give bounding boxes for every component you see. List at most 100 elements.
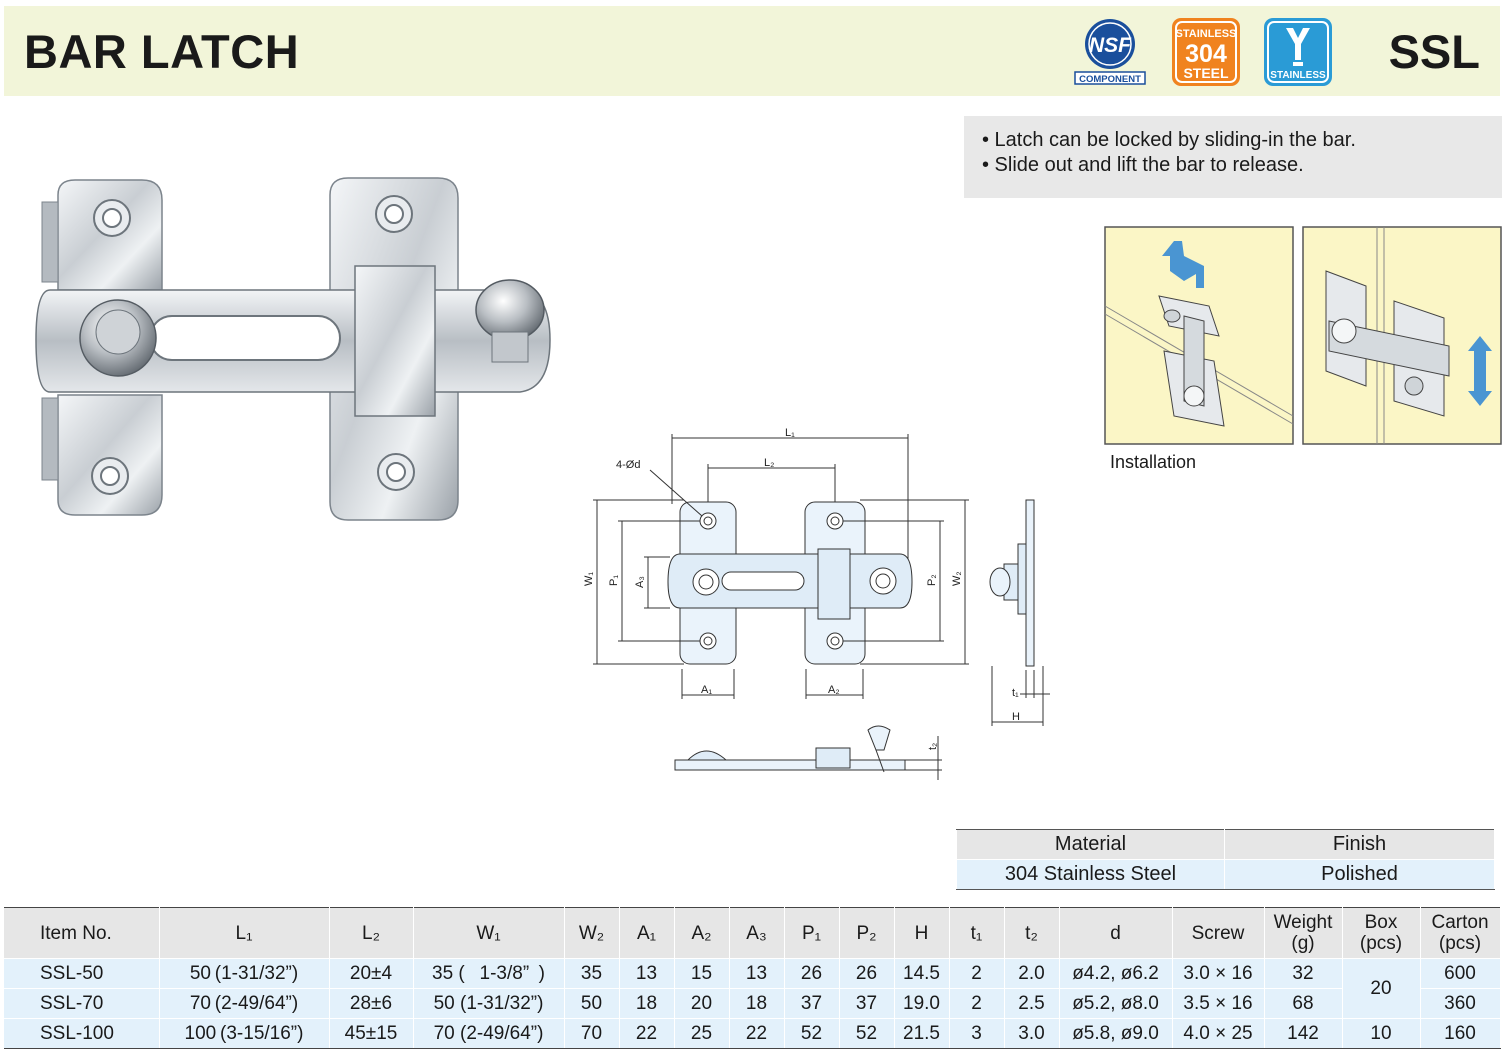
feature-item: • Latch can be locked by sliding-in the …: [982, 129, 1356, 151]
cell-h: 21.5: [894, 1018, 950, 1049]
cell-l1: 50 (1-31/32”): [159, 958, 330, 989]
cell-t2: 3.0: [1004, 1018, 1060, 1049]
dim-w1-label: W₁: [583, 572, 595, 586]
cell-t2: 2.0: [1004, 958, 1060, 989]
series-code: SSL: [1388, 25, 1480, 78]
dim-l2-label: L₂: [764, 457, 774, 469]
cell-p1: 52: [784, 1018, 840, 1049]
material-finish-table: Material Finish 304 Stainless Steel Poli…: [956, 829, 1495, 890]
cell-t2: 2.5: [1004, 988, 1060, 1019]
col-a1: A₁: [619, 907, 675, 959]
page-title: BAR LATCH: [24, 25, 300, 78]
cell-w1: 50 (1-31/32”): [413, 988, 565, 1019]
cell-a3: 18: [729, 988, 785, 1019]
table-row: SSL-70 70 (2-49/64”) 28±6 50 (1-31/32”) …: [4, 988, 1501, 1019]
cell-d: ø4.2, ø6.2: [1059, 958, 1173, 989]
cell-weight: 142: [1264, 1018, 1343, 1049]
col-w1: W₁: [413, 907, 565, 959]
stainless-label: STAINLESS: [1176, 28, 1237, 40]
cell-d: ø5.2, ø8.0: [1059, 988, 1173, 1019]
cell-a2: 15: [674, 958, 730, 989]
col-weight: Weight (g): [1264, 907, 1343, 959]
table-row: SSL-100 100 (3-15/16”) 45±15 70 (2-49/64…: [4, 1018, 1501, 1049]
cell-w2: 70: [564, 1018, 620, 1049]
col-d: d: [1059, 907, 1173, 959]
finish-value: Polished: [1224, 859, 1495, 890]
dimension-drawing: L₁ L₂ 4-Ød W₁ P₁ A₃ P₂ W₂ A₁ A₂ t₁ H t₂: [583, 427, 1050, 780]
cell-l2: 28±6: [329, 988, 414, 1019]
cell-box: 10: [1342, 1018, 1421, 1049]
installation-illustrations: [1104, 226, 1502, 445]
dim-a1-label: A₁: [701, 684, 712, 696]
header-bar: BAR LATCH NSF COMPONENT STAINLESS 304 ST…: [4, 6, 1500, 96]
col-carton: Carton (pcs): [1420, 907, 1501, 959]
dim-t1-label: t₁: [1012, 687, 1019, 699]
cell-screw: 3.0 × 16: [1172, 958, 1265, 989]
cell-w1: 70 (2-49/64”): [413, 1018, 565, 1049]
col-box: Box (pcs): [1342, 907, 1421, 959]
dim-a2-label: A₂: [828, 684, 840, 696]
finish-header: Finish: [1224, 829, 1495, 860]
spec-header-row: Item No. L₁ L₂ W₁ W₂ A₁ A₂ A₃ P₁ P₂ H t₁…: [4, 907, 1501, 959]
cell-a2: 25: [674, 1018, 730, 1049]
cell-weight: 68: [1264, 988, 1343, 1019]
col-p1: P₁: [784, 907, 840, 959]
nsf-component-text: COMPONENT: [1079, 74, 1141, 85]
cell-p2: 26: [839, 958, 895, 989]
col-p2: P₂: [839, 907, 895, 959]
bar-latch-product-image: [35, 177, 551, 521]
installation-caption: Installation: [1110, 452, 1197, 472]
col-a2: A₂: [674, 907, 730, 959]
col-w2: W₂: [564, 907, 620, 959]
nsf-badge-text: NSF: [1089, 34, 1132, 57]
cell-a2: 20: [674, 988, 730, 1019]
cell-d: ø5.8, ø9.0: [1059, 1018, 1173, 1049]
feature-list: • Latch can be locked by sliding-in the …: [964, 116, 1502, 198]
dim-w2-label: W₂: [951, 571, 963, 586]
cell-a1: 18: [619, 988, 675, 1019]
col-a3: A₃: [729, 907, 785, 959]
col-l2: L₂: [329, 907, 414, 959]
grade-304-label: 304: [1185, 40, 1227, 68]
cell-screw: 3.5 × 16: [1172, 988, 1265, 1019]
cell-box: 20: [1342, 958, 1421, 1019]
cell-p1: 26: [784, 958, 840, 989]
specification-table: Item No. L₁ L₂ W₁ W₂ A₁ A₂ A₃ P₁ P₂ H t₁…: [4, 907, 1501, 1049]
item-no: SSL-50: [4, 958, 160, 989]
cell-carton: 600: [1420, 958, 1501, 989]
cell-a1: 13: [619, 958, 675, 989]
dim-p1-label: P₁: [608, 575, 620, 586]
cell-a1: 22: [619, 1018, 675, 1049]
item-no: SSL-70: [4, 988, 160, 1019]
dim-p2-label: P₂: [926, 574, 938, 586]
col-h: H: [894, 907, 950, 959]
cell-t1: 3: [949, 1018, 1005, 1049]
cell-carton: 360: [1420, 988, 1501, 1019]
cell-a3: 13: [729, 958, 785, 989]
cell-p2: 52: [839, 1018, 895, 1049]
dim-h-label: H: [1012, 711, 1020, 723]
stainless-304-steel-badge: STAINLESS 304 STEEL: [1172, 18, 1240, 86]
material-value: 304 Stainless Steel: [956, 859, 1225, 890]
cell-h: 19.0: [894, 988, 950, 1019]
dim-holes-label: 4-Ød: [616, 459, 640, 471]
cell-a3: 22: [729, 1018, 785, 1049]
cell-weight: 32: [1264, 958, 1343, 989]
dim-l1-label: L₁: [785, 427, 795, 439]
cell-l1: 70 (2-49/64”): [159, 988, 330, 1019]
cell-carton: 160: [1420, 1018, 1501, 1049]
col-item-no: Item No.: [4, 907, 160, 959]
cell-l2: 45±15: [329, 1018, 414, 1049]
cell-t1: 2: [949, 988, 1005, 1019]
cell-p1: 37: [784, 988, 840, 1019]
dim-t2-label: t₂: [927, 743, 939, 750]
col-l1: L₁: [159, 907, 330, 959]
cell-h: 14.5: [894, 958, 950, 989]
cell-w2: 50: [564, 988, 620, 1019]
dim-a3-label: A₃: [634, 576, 646, 588]
cell-w1: 35 ( 1-3/8” ): [413, 958, 565, 989]
cell-w2: 35: [564, 958, 620, 989]
feature-item: • Slide out and lift the bar to release.: [982, 154, 1304, 176]
material-header: Material: [956, 829, 1225, 860]
nsf-component-badge: NSF COMPONENT: [1074, 19, 1146, 85]
